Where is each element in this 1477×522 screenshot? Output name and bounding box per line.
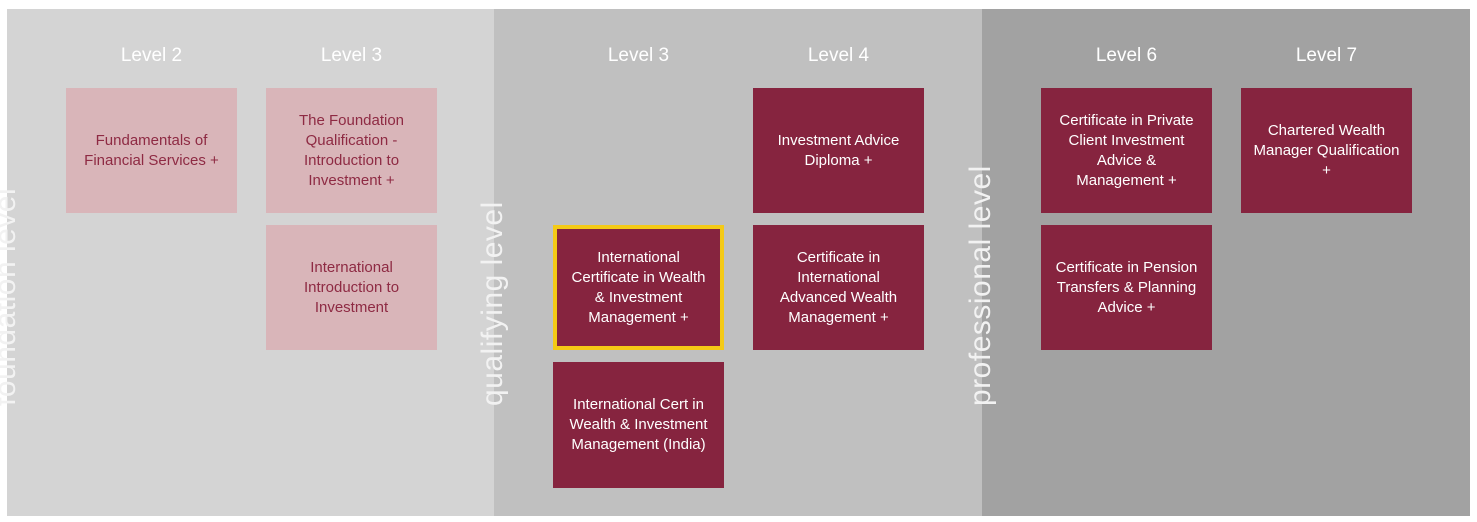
professional-section: professional level Level 6 Level 7 Certi…: [964, 9, 1470, 516]
card-international-introduction-to-investment[interactable]: International Introduction to Investment: [266, 225, 437, 350]
card-foundation-qualification[interactable]: The Foundation Qualification - Introduct…: [266, 88, 437, 213]
card-international-cert-wealth-investment-india[interactable]: International Cert in Wealth & Investmen…: [553, 362, 724, 488]
card-pension-transfers-planning-advice[interactable]: Certificate in Pension Transfers & Plann…: [1041, 225, 1212, 350]
card-private-client-investment-advice[interactable]: Certificate in Private Client Investment…: [1041, 88, 1212, 213]
level-3-heading: Level 3: [607, 45, 670, 66]
qualification-map: foundation level Level 2 Level 3 Fundame…: [0, 9, 1470, 516]
level-7-heading: Level 7: [1295, 45, 1358, 66]
card-international-certificate-wealth-investment-management[interactable]: International Certificate in Wealth & In…: [553, 225, 724, 350]
card-certificate-international-advanced-wealth-management[interactable]: Certificate in International Advanced We…: [753, 225, 924, 350]
level-6-heading: Level 6: [1095, 45, 1158, 66]
level-4-heading: Level 4: [807, 45, 870, 66]
level-3-heading: Level 3: [320, 45, 383, 66]
level-2-heading: Level 2: [120, 45, 183, 66]
card-fundamentals-of-financial-services[interactable]: Fundamentals of Financial Services +: [66, 88, 237, 213]
card-investment-advice-diploma[interactable]: Investment Advice Diploma +: [753, 88, 924, 213]
qualifying-section: qualifying level Level 3 Level 4 Interna…: [476, 9, 982, 516]
card-chartered-wealth-manager[interactable]: Chartered Wealth Manager Qualification +: [1241, 88, 1412, 213]
foundation-section: foundation level Level 2 Level 3 Fundame…: [0, 9, 494, 516]
